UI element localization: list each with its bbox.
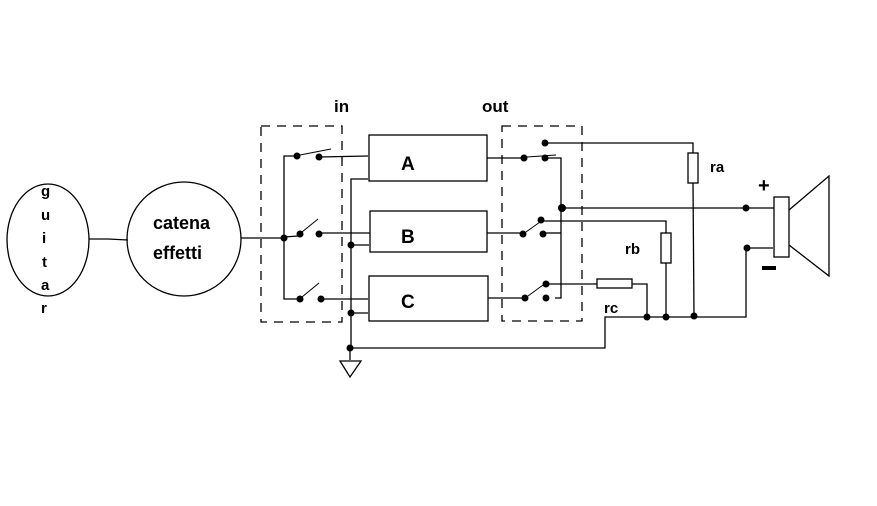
switch-b-out-lever[interactable] xyxy=(525,221,541,233)
effect-block-c[interactable] xyxy=(368,275,489,322)
ground-junction xyxy=(347,309,355,317)
block-c-label: C xyxy=(401,292,415,313)
direct-bus xyxy=(545,157,562,299)
switch-b-out-contact-rb xyxy=(537,216,545,224)
switch-c-out-contact xyxy=(521,294,529,302)
guitar-letter: u xyxy=(41,207,50,224)
switch-b-out-contact xyxy=(519,230,527,238)
effects-chain-circle xyxy=(126,181,242,297)
wire-ra-return xyxy=(692,182,695,317)
out-label: out xyxy=(482,97,509,116)
effects-chain-label-1: catena xyxy=(153,213,211,233)
block-b-label: B xyxy=(401,227,415,248)
switch-a-in-contact xyxy=(293,152,301,160)
block-a-label: A xyxy=(401,154,415,175)
guitar-oval xyxy=(6,183,90,297)
guitar-letter: t xyxy=(42,254,47,271)
resistor-rc[interactable] xyxy=(596,278,633,289)
wire-ground-rc xyxy=(350,320,606,349)
resistor-rb-label: rb xyxy=(625,241,640,258)
switch-b-in-lever[interactable] xyxy=(301,218,319,233)
switch-b-in-contact xyxy=(315,230,323,238)
effect-block-a[interactable] xyxy=(368,134,488,182)
in-label: in xyxy=(334,97,349,116)
guitar-letter: g xyxy=(41,183,50,200)
input-junction xyxy=(280,234,288,242)
switch-c-out-lever[interactable] xyxy=(527,284,544,297)
return-junction xyxy=(690,312,698,320)
input-bus xyxy=(283,155,298,300)
guitar-letter: i xyxy=(42,230,46,247)
resistor-rb[interactable] xyxy=(660,232,672,264)
switch-c-out-contact xyxy=(542,294,550,302)
speaker-icon xyxy=(773,174,830,278)
switch-c-in-lever[interactable] xyxy=(301,282,320,298)
wire-to-rb xyxy=(541,220,667,233)
guitar-letter: r xyxy=(41,300,47,317)
resistor-ra-label: ra xyxy=(710,159,725,176)
resistor-rc-label: rc xyxy=(604,300,618,317)
switch-a-out-contact xyxy=(520,154,528,162)
out-switch-group xyxy=(501,125,583,322)
wire-rc-return xyxy=(632,283,648,316)
return-junction xyxy=(643,313,651,321)
wire-to-ra xyxy=(545,142,694,153)
wire-switch-a-to-a xyxy=(318,155,369,158)
ground-symbol-icon xyxy=(338,360,363,379)
return-junction xyxy=(662,313,670,321)
effect-block-b[interactable] xyxy=(369,210,488,253)
guitar-letter: a xyxy=(41,277,50,294)
switch-a-out-lever[interactable] xyxy=(526,154,557,158)
speaker-plus-label: + xyxy=(758,175,770,197)
ground-junction xyxy=(347,241,355,249)
effects-chain-label-2: effetti xyxy=(153,243,202,263)
switch-b-in-contact xyxy=(296,230,304,238)
speaker-minus-label xyxy=(762,266,776,270)
in-switch-group xyxy=(260,125,343,323)
resistor-ra[interactable] xyxy=(687,152,699,184)
guitar-label: g u i t a r xyxy=(41,183,50,317)
return-bus xyxy=(604,248,747,320)
ground-bus xyxy=(350,178,368,348)
switch-c-in-contact xyxy=(296,295,304,303)
switch-a-in-lever[interactable] xyxy=(299,148,332,156)
wire-guitar-effects xyxy=(89,238,129,241)
switch-b-out-contact xyxy=(539,230,547,238)
